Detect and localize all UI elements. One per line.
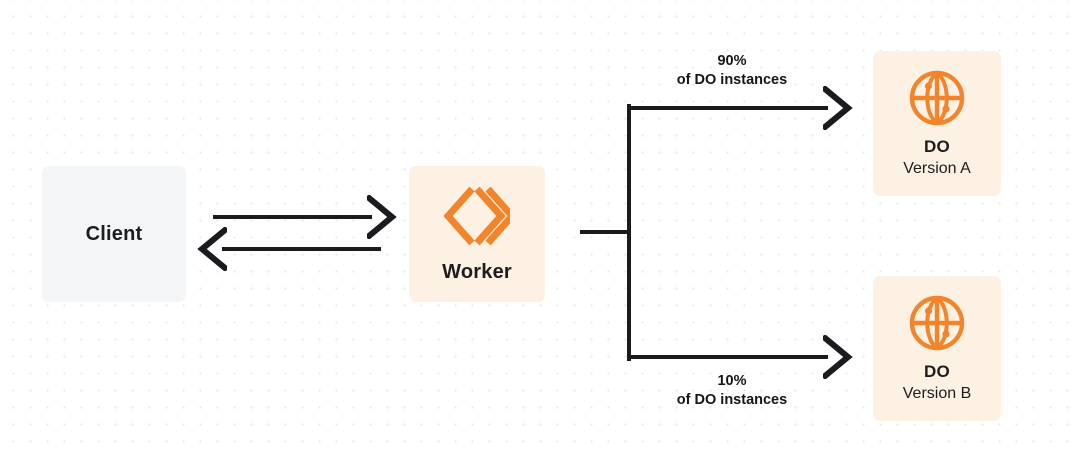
edge-label-do-b-caption: of DO instances bbox=[676, 392, 788, 408]
node-worker-label: Worker bbox=[442, 260, 512, 283]
node-do-b-title: DO bbox=[924, 362, 950, 381]
edge-label-do-a-caption: of DO instances bbox=[676, 72, 788, 88]
globe-icon bbox=[908, 294, 966, 352]
node-do-a-subtitle: Version A bbox=[903, 160, 971, 177]
node-client[interactable]: Client bbox=[42, 166, 186, 302]
edge-label-do-a: 90% of DO instances bbox=[627, 52, 837, 90]
edge-label-do-b-percent: 10% bbox=[717, 373, 747, 389]
node-do-version-b[interactable]: DO Version B bbox=[873, 276, 1001, 421]
node-do-b-subtitle: Version B bbox=[902, 385, 972, 402]
edge-label-do-a-percent: 90% bbox=[717, 53, 747, 69]
node-do-a-title: DO bbox=[924, 137, 950, 156]
globe-icon bbox=[908, 69, 966, 127]
node-worker[interactable]: Worker bbox=[409, 166, 545, 302]
node-do-b-labels: DO Version B bbox=[903, 362, 971, 403]
edge-label-do-b: 10% of DO instances bbox=[627, 372, 837, 410]
node-do-a-labels: DO Version A bbox=[903, 137, 971, 178]
node-do-version-a[interactable]: DO Version A bbox=[873, 51, 1001, 196]
node-client-label: Client bbox=[85, 222, 143, 245]
worker-chevron-icon bbox=[444, 185, 510, 247]
